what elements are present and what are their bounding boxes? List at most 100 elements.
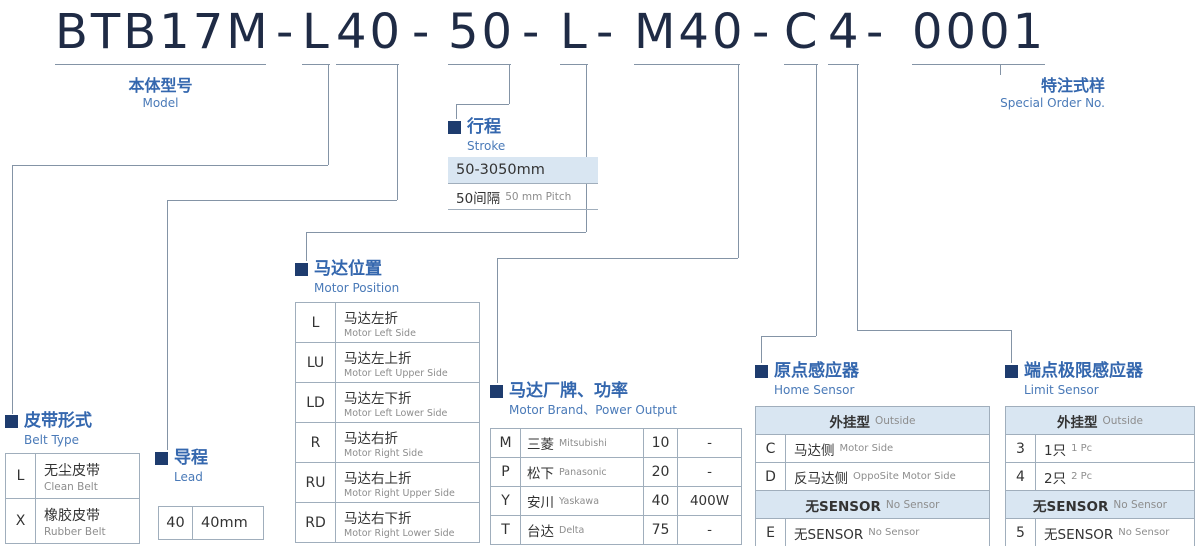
model-label-en: Model — [142, 96, 179, 110]
desc-cell: 马达右上折 Motor Right Upper Side — [336, 463, 480, 503]
special-order-label: 特注式样 Special Order No. — [915, 76, 1105, 111]
table-row: 4 2只 2 Pc — [1006, 463, 1195, 491]
desc-en: Motor Right Side — [344, 447, 424, 459]
dash-separator: - — [522, 4, 543, 60]
desc-en: OppoSite Motor Side — [853, 471, 956, 482]
desc-cn: 马达右上折 — [344, 470, 412, 487]
limit-sensor-section-title: 端点极限感应器 Limit Sensor — [1005, 361, 1143, 397]
connector-line — [497, 258, 498, 383]
power-code-value: 75 — [651, 522, 670, 538]
connector-line — [497, 258, 738, 259]
code-seg-lead: 40 — [336, 4, 404, 60]
desc-cell: 2只 2 Pc — [1036, 463, 1195, 491]
stroke-section-title: 行程 Stroke — [448, 117, 506, 153]
connector-line — [761, 336, 816, 337]
brand-cell: 台达 Delta — [521, 516, 644, 545]
code-value: C — [765, 440, 776, 457]
brand-en: Panasonic — [559, 466, 607, 478]
belt-type-title-en: Belt Type — [24, 432, 80, 447]
code-value: RD — [305, 514, 326, 531]
power-value: - — [707, 464, 712, 480]
code-cell: L — [6, 454, 36, 499]
desc-cn: 无尘皮带 — [44, 462, 100, 479]
code-value: LU — [306, 354, 325, 371]
table-row: L 无尘皮带 Clean Belt — [6, 454, 140, 499]
model-label: 本体型号 Model — [55, 76, 266, 111]
code-seg-stroke: 50 — [448, 4, 516, 60]
stroke-title-en: Stroke — [467, 138, 506, 153]
stroke-range-value: 50-3050mm — [456, 162, 545, 178]
desc-en: Motor Left Side — [344, 327, 416, 339]
connector-line — [1000, 64, 1001, 75]
lead-table: 40 40mm — [158, 506, 264, 540]
desc-cn: 马达左上折 — [344, 350, 412, 367]
brand-cell: 松下 Panasonic — [521, 458, 644, 487]
code-cell: Y — [491, 487, 521, 516]
stroke-table: 50-3050mm 50间隔 50 mm Pitch — [448, 157, 598, 210]
value-cell: 40mm — [193, 507, 264, 540]
brand-en: Yaskawa — [559, 495, 600, 507]
group-header-row: 外挂型 Outside — [1006, 407, 1195, 435]
connector-line — [167, 200, 397, 201]
power-cell: - — [678, 458, 742, 487]
table-row: R 马达右折 Motor Right Side — [296, 423, 480, 463]
desc-cell: 无尘皮带 Clean Belt — [36, 454, 140, 499]
code-seg-belt-type: L — [302, 4, 332, 60]
code-seg-series: BTB17M — [55, 4, 271, 60]
desc-cell: 马达侧 Motor Side — [786, 435, 990, 463]
code-cell: 40 — [159, 507, 193, 540]
underline — [828, 64, 859, 65]
power-cell: - — [678, 516, 742, 545]
group-header-en: Outside — [874, 414, 916, 427]
brand-cn: 三菱 — [527, 437, 554, 453]
code-cell: 5 — [1006, 519, 1036, 546]
code-seg-special-order: 0001 — [912, 4, 1047, 60]
group-header-cn: 无SENSOR — [1033, 498, 1109, 515]
code-cell: 3 — [1006, 435, 1036, 463]
dash-separator: - — [866, 4, 887, 60]
desc-cn: 马达右折 — [344, 430, 398, 447]
desc-cell: 马达右下折 Motor Right Lower Side — [336, 503, 480, 543]
code-value: Y — [501, 493, 510, 509]
table-row: RD 马达右下折 Motor Right Lower Side — [296, 503, 480, 543]
underline — [448, 64, 511, 65]
desc-cell: 无SENSOR No Sensor — [786, 519, 990, 546]
group-header-en: No Sensor — [885, 498, 940, 511]
table-row: P 松下 Panasonic 20 - — [491, 458, 742, 487]
motor-position-title-en: Motor Position — [314, 280, 400, 295]
stroke-range-row: 50-3050mm — [448, 157, 598, 184]
motor-brand-title-en: Motor Brand、Power Output — [509, 402, 678, 417]
desc-en: Motor Left Lower Side — [344, 407, 448, 419]
dash-separator: - — [276, 4, 297, 60]
power-value: 400W — [689, 493, 730, 509]
connector-line — [586, 64, 587, 232]
table-row: C 马达侧 Motor Side — [756, 435, 990, 463]
underline — [302, 64, 330, 65]
code-cell: 4 — [1006, 463, 1036, 491]
code-value: E — [766, 524, 775, 541]
group-header-cell: 外挂型 Outside — [1006, 407, 1195, 435]
lead-value: 40mm — [201, 515, 248, 531]
connector-line — [857, 64, 858, 330]
code-cell: X — [6, 499, 36, 544]
section-bullet-icon — [755, 365, 768, 379]
brand-en: Delta — [559, 524, 585, 536]
table-row: 40 40mm — [159, 507, 264, 540]
group-header-cell: 无SENSOR No Sensor — [756, 491, 990, 519]
desc-cell: 马达左上折 Motor Left Upper Side — [336, 343, 480, 383]
home-sensor-title-en: Home Sensor — [774, 382, 855, 397]
power-code-cell: 10 — [644, 429, 678, 458]
code-cell: M — [491, 429, 521, 458]
limit-sensor-title-en: Limit Sensor — [1024, 382, 1099, 397]
code-cell: RU — [296, 463, 336, 503]
stroke-pitch-en: 50 mm Pitch — [505, 190, 572, 203]
group-header-cell: 无SENSOR No Sensor — [1006, 491, 1195, 519]
limit-sensor-table: 外挂型 Outside 3 1只 1 Pc 4 2只 2 Pc 无SENSOR … — [1005, 406, 1195, 546]
power-value: - — [707, 435, 712, 451]
code-value: LD — [306, 394, 325, 411]
motor-brand-table: M 三菱 Mitsubishi 10 - P 松下 Panasonic 20 -… — [490, 428, 742, 545]
desc-cn: 无SENSOR — [1044, 526, 1114, 543]
code-cell: T — [491, 516, 521, 545]
table-row: LD 马达左下折 Motor Left Lower Side — [296, 383, 480, 423]
table-row: L 马达左折 Motor Left Side — [296, 303, 480, 343]
